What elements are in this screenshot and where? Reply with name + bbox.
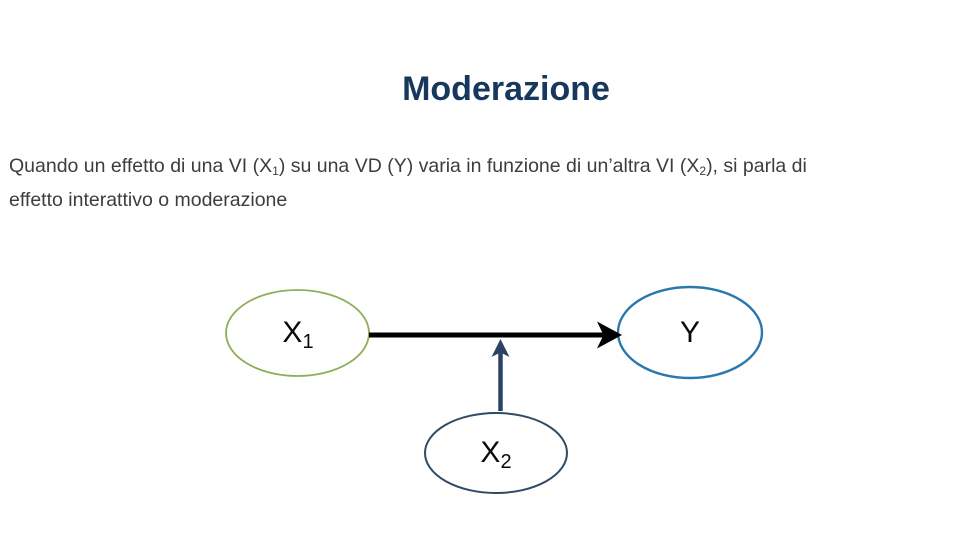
- body-text-segment: effetto interattivo o moderazione: [9, 189, 288, 211]
- body-text-segment: ) su una VD (Y) varia in funzione di un’…: [278, 155, 700, 177]
- node-x2-label-text: X: [480, 436, 501, 469]
- node-y-label-text: Y: [679, 315, 700, 349]
- node-y-label: Y: [618, 287, 762, 378]
- page-title: Moderazione: [402, 70, 610, 108]
- node-x2-ellipse: [424, 412, 568, 494]
- body-text-segment: Quando un effetto di una VI (X: [9, 155, 273, 177]
- subscript-1: 1: [272, 164, 279, 179]
- body-paragraph: Quando un effetto di una VI (X1) su una …: [9, 150, 934, 216]
- arrow-x1-to-y-head: [597, 321, 622, 349]
- arrow-x2-to-path: [491, 339, 510, 411]
- arrow-x2-to-path-head: [491, 339, 510, 357]
- subscript-2: 2: [699, 164, 707, 179]
- node-x1-label-text: X: [282, 316, 303, 349]
- arrow-x1-to-y: [369, 321, 622, 349]
- body-text-segment: ), si parla di: [706, 155, 807, 177]
- node-x2-label-sub: 2: [500, 450, 512, 473]
- node-y-ellipse: [616, 285, 764, 380]
- node-x1-label-sub: 1: [302, 330, 314, 353]
